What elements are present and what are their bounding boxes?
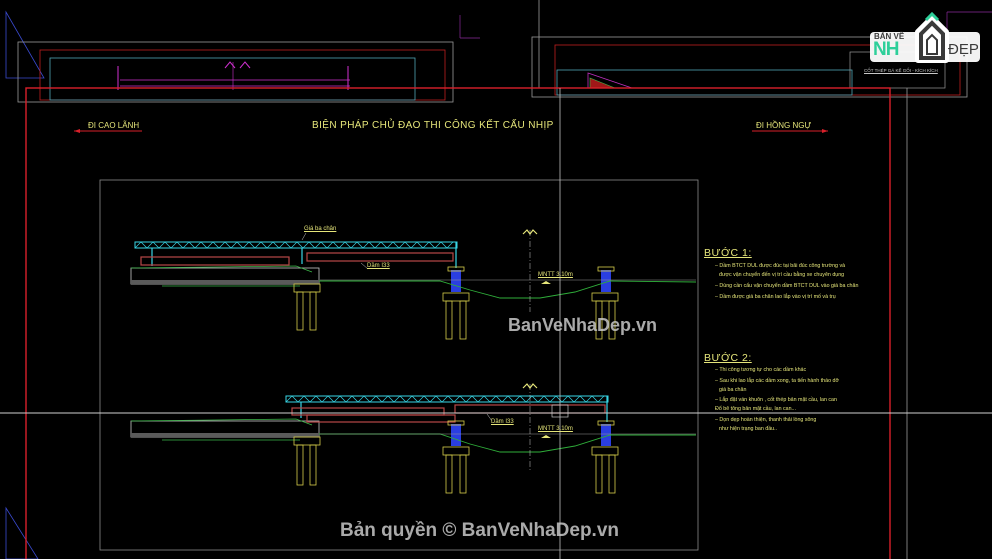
- logo-text-right: ĐẸP: [948, 41, 979, 58]
- step1-note: được vận chuyển đến vị trí cầu bằng xe c…: [719, 272, 845, 278]
- logo-text-top: BẢN VẼ: [874, 32, 905, 41]
- sheet-border: [25, 87, 891, 559]
- direction-right-label: ĐI HỒNG NGỰ: [756, 121, 812, 130]
- step2-heading: BƯỚC 2:: [704, 352, 752, 364]
- logo-house-icon: [870, 11, 980, 63]
- launcher-leg-label: Giá ba chân: [304, 226, 337, 232]
- step2-note: – Sau khi lao lắp các dầm xong, ta tiến …: [715, 378, 839, 384]
- viewport-border: [99, 179, 699, 551]
- step1-elevation: [130, 229, 697, 340]
- watermark-center: BanVeNhaDep.vn: [508, 315, 658, 335]
- step1-note: – Dầm được giá ba chân lao lắp vào vị tr…: [715, 294, 836, 300]
- step2-note: giá ba chân: [719, 387, 747, 393]
- step1-heading: BƯỚC 1:: [704, 247, 752, 259]
- logo-text-mid: NH: [873, 39, 899, 60]
- drawing-title: BIỆN PHÁP CHỦ ĐẠO THI CÔNG KẾT CẤU NHỊP: [312, 120, 554, 131]
- girder-label-step1: Dầm I33: [367, 263, 390, 269]
- step1-note: – Dầm BTCT DUL được đúc tại bãi đúc công…: [715, 263, 846, 269]
- girder-label-step2: Dầm I33: [491, 419, 514, 425]
- thumbnail-right-label: CỐT THÉP GÁ KẾ GỐI - KÍCH KÍCH: [864, 68, 938, 73]
- step2-note: như hiện trạng ban đầu..: [719, 426, 778, 432]
- brand-logo: BẢN VẼ NH ĐẸP: [866, 10, 984, 68]
- direction-left-label: ĐI CAO LÃNH: [88, 121, 140, 130]
- crosshair-cursor: [0, 88, 992, 559]
- watermark-copyright: Bản quyền © BanVeNhaDep.vn: [340, 520, 620, 541]
- step2-note: – Thi công tương tự cho các dầm khác: [715, 367, 807, 373]
- step2-note: Đổ bê tông bản mặt cầu, lan can...: [715, 406, 796, 412]
- direction-arrows: [74, 129, 828, 133]
- step2-elevation: [130, 383, 696, 494]
- water-level-label-step2: MNTT 3.10m: [538, 426, 573, 432]
- step1-note: – Dùng cần cẩu vận chuyển dầm BTCT DUL v…: [715, 283, 859, 289]
- step2-note: – Dọn dẹp hoàn thiện, thanh thải lòng sô…: [715, 417, 817, 423]
- step2-note: – Lắp đặt ván khuôn , cốt thép bản mặt c…: [715, 397, 837, 403]
- water-level-label-step1: MNTT 3.10m: [538, 272, 573, 278]
- background-sheets: [5, 0, 992, 559]
